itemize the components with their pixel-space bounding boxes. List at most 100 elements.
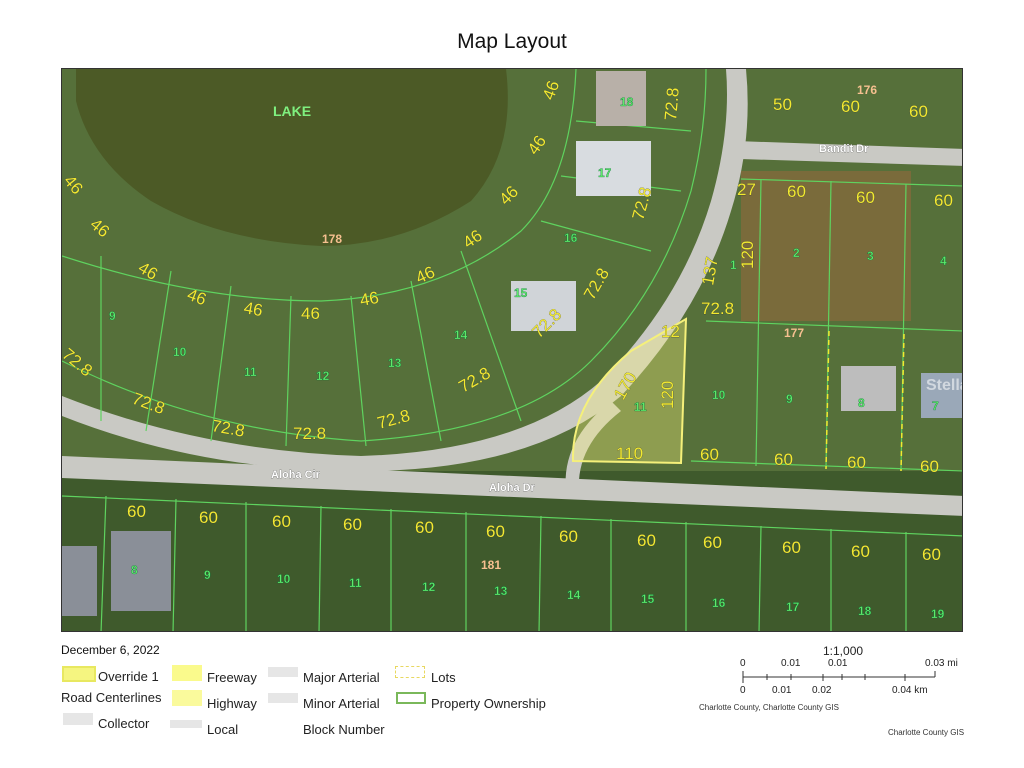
- lot-number-label: 12: [422, 580, 436, 594]
- parcel-dimension-label: 60: [637, 531, 656, 550]
- block-number-label: 176: [857, 83, 877, 97]
- block-number-label: 178: [322, 232, 342, 246]
- parcel-dimension-label: 60: [700, 445, 719, 464]
- lot-number-label: 17: [786, 600, 800, 614]
- lot-number-label: 15: [514, 286, 528, 300]
- lot-number-label: 7: [932, 399, 939, 413]
- parcel-dimension-label: 46: [358, 288, 380, 310]
- lot-number-label: 10: [173, 345, 187, 359]
- parcel-dimension-label: 72.8: [701, 299, 734, 318]
- parcel-dimension-label: 60: [486, 522, 505, 541]
- legend-collector: Collector: [98, 716, 150, 731]
- lot-number-label: 19: [931, 607, 945, 621]
- override-parcel-highlight: [571, 317, 688, 465]
- map-view[interactable]: LAKE Bandit Dr Aloha Cir Aloha Dr Stella…: [61, 68, 963, 632]
- lot-number-label: 3: [867, 249, 874, 263]
- block-number-label: 177: [784, 326, 804, 340]
- scale-mi-tick: 0.01: [828, 658, 848, 669]
- block-number-label: 181: [481, 558, 501, 572]
- scale-km-tick: 0: [740, 685, 746, 696]
- bandit-dr-road: [736, 141, 962, 166]
- parcel-dimension-label: 50: [773, 95, 792, 114]
- page-title: Map Layout: [457, 30, 567, 53]
- parcel-dimension-label: 60: [127, 502, 146, 521]
- lot-number-label: 11: [634, 400, 647, 414]
- parcel-dimension-label: 60: [559, 527, 578, 546]
- side-road: [565, 401, 621, 491]
- road-label-bandit-dr: Bandit Dr: [819, 143, 869, 155]
- lot-number-label: 1: [730, 258, 737, 272]
- legend-local: Local: [207, 722, 239, 737]
- lake-label: LAKE: [273, 103, 311, 119]
- parcel-dimension-label: 60: [847, 453, 866, 472]
- legend-lots: Lots: [431, 670, 456, 685]
- lot-number-label: 13: [494, 584, 508, 598]
- parcel-lines: [62, 69, 962, 631]
- legend-block-number: Block Number: [303, 722, 385, 737]
- legend-property-ownership: Property Ownership: [431, 696, 546, 711]
- footer-credit: Charlotte County GIS: [888, 728, 965, 737]
- scale-km-tick: 0.02: [812, 685, 832, 696]
- scale-ratio: 1:1,000: [823, 644, 864, 658]
- lot-number-label: 18: [858, 604, 872, 618]
- lot-number-label: 11: [349, 576, 362, 590]
- lot-number-label: 9: [204, 568, 211, 582]
- parcel-dimension-label: 60: [851, 542, 870, 561]
- parcel-dimension-label: 60: [841, 97, 860, 116]
- parcel-dimension-label: 60: [922, 545, 941, 564]
- scale-km-tick: 0.01: [772, 685, 792, 696]
- parcel-dimension-label: 60: [787, 182, 806, 201]
- lot-number-label: 11: [244, 365, 257, 379]
- parcel-dimension-label: 46: [301, 304, 320, 323]
- legend-road-centerlines: Road Centerlines: [61, 690, 162, 705]
- parcel-dimension-label: 27: [737, 180, 756, 199]
- legend-highway: Highway: [207, 696, 257, 711]
- lot-number-label: 14: [567, 588, 581, 602]
- lot-lines: [825, 330, 905, 472]
- parcel-dimension-label: 60: [199, 508, 218, 527]
- scale-mi-tick: 0.03 mi: [925, 658, 958, 669]
- map-date: December 6, 2022: [61, 643, 160, 657]
- map-canvas[interactable]: LAKE Bandit Dr Aloha Cir Aloha Dr Stella…: [62, 69, 963, 632]
- watermark: Stellar MLS: [926, 377, 963, 394]
- lot-number-label: 15: [641, 592, 655, 606]
- lake: [76, 69, 508, 246]
- lot-number-label: 10: [712, 388, 726, 402]
- road-label-aloha-dr: Aloha Dr: [489, 482, 536, 494]
- parcel-dimension-label: 60: [782, 538, 801, 557]
- property-ownership-swatch: [396, 692, 426, 704]
- house: [62, 546, 97, 616]
- legend-major-arterial: Major Arterial: [303, 670, 380, 685]
- parcel-dimension-label: 120: [658, 381, 677, 409]
- scale-ruler: [742, 671, 936, 683]
- parcel-dimension-label: 120: [738, 241, 757, 269]
- scale-km-tick: 0.04 km: [892, 685, 928, 696]
- legend-freeway: Freeway: [207, 670, 257, 685]
- parcel-dimension-label: 46: [242, 298, 264, 320]
- minor-arterial-swatch: [268, 693, 298, 703]
- collector-swatch: [63, 713, 93, 725]
- scale-credit: Charlotte County, Charlotte County GIS: [699, 703, 839, 712]
- lot-number-label: 8: [858, 396, 865, 410]
- lots-swatch: [395, 666, 425, 678]
- house: [921, 373, 962, 418]
- legend-override: Override 1: [98, 669, 159, 684]
- parcel-dimension-label: 72.8: [293, 424, 326, 443]
- parcel-dimension-label: 60: [272, 512, 291, 531]
- legend-minor-arterial: Minor Arterial: [303, 696, 380, 711]
- parcel-dimension-label: 60: [415, 518, 434, 537]
- lot-number-label: 16: [564, 231, 578, 245]
- house: [511, 281, 576, 331]
- lot-number-label: 2: [793, 246, 800, 260]
- parcel-dimension-label: 60: [774, 450, 793, 469]
- house: [841, 366, 896, 411]
- lot-number-label: 9: [786, 392, 793, 406]
- house: [111, 531, 171, 611]
- lot-number-label: 13: [388, 356, 402, 370]
- parcel-dimension-label: 72.8: [210, 416, 246, 440]
- override-swatch: [62, 666, 96, 682]
- parcel-dimension-label: 60: [909, 102, 928, 121]
- scale-mi-tick: 0: [740, 658, 746, 669]
- local-swatch: [170, 720, 202, 728]
- aloha-dr-road: [62, 456, 962, 516]
